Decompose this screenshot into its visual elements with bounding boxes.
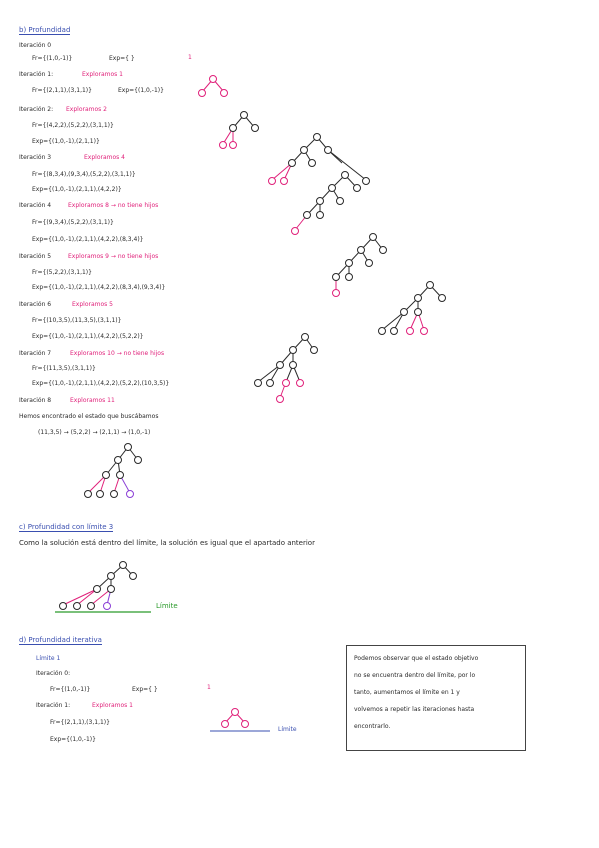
tree-limit-3 [55,561,151,613]
note-line-4: volvemos a repetir las iteraciones hasta [354,706,475,713]
iteration-1-explored: Exp={(1,0,-1)} [118,87,164,94]
tree-solution [84,443,142,498]
note-line-3: tanto, aumentamos el límite en 1 y [354,689,460,696]
limit-label-c: Límite [156,602,178,610]
iteration-4-label: Iteración 4 [19,202,52,209]
tree-iteration-6 [378,281,446,335]
iteration-2-action: Exploramos 2 [66,106,107,113]
d-iteration-1-explored: Exp={(1,0,-1)} [50,736,96,743]
d-iteration-1-action: Exploramos 1 [92,702,133,709]
note-line-5: encontrarlo. [354,723,391,730]
iteration-4-action: Exploramos 8 → no tiene hijos [68,202,159,209]
iteration-5-frontier: Fr={(5,2,2),(3,1,1)} [32,269,92,276]
limit-1-label: Límite 1 [36,655,61,662]
iteration-4-explored: Exp={(1,0,-1),(2,1,1),(4,2,2),(8,3,4)} [32,236,144,243]
iteration-1-frontier: Fr={(2,1,1),(3,1,1)} [32,87,92,94]
d-iteration-1-frontier: Fr={(2,1,1),(3,1,1)} [50,719,110,726]
iteration-7-explored: Exp={(1,0,-1),(2,1,1),(4,2,2),(5,2,2),(1… [32,380,170,387]
tree-iterative-1 [210,708,270,732]
iteration-2-label: Iteración 2: [19,106,54,113]
tree-iteration-3 [268,133,370,185]
iteration-5-action: Exploramos 9 → no tiene hijos [68,253,159,260]
tree-iteration-5 [332,233,387,297]
iteration-5-label: Iteración 5 [19,253,52,260]
iteration-8-label: Iteración 8 [19,397,52,404]
tree-iteration-2 [219,111,259,149]
iteration-0-explored: Exp={ } [109,55,135,62]
section-b-title: b) Profundidad [19,26,71,35]
iteration-5-explored: Exp={(1,0,-1),(2,1,1),(4,2,2),(8,3,4),(9… [32,284,166,291]
iteration-7-label: Iteración 7 [19,350,52,357]
iteration-0-frontier: Fr={(1,0,-1)} [32,55,73,62]
iteration-3-action: Exploramos 4 [84,154,125,161]
d-iteration-0-node: 1 [207,684,211,691]
iteration-2-explored: Exp={(1,0,-1),(2,1,1)} [32,138,100,145]
iteration-6-frontier: Fr={(10,3,5),(11,3,5),(3,1,1)} [32,317,122,324]
note-box: Podemos observar que el estado objetivo … [346,645,526,751]
iteration-6-explored: Exp={(1,0,-1),(2,1,1),(4,2,2),(5,2,2)} [32,333,144,340]
iteration-0-label: Iteración 0 [19,42,52,49]
tree-iteration-7 [254,333,318,403]
tree-iteration-4 [291,171,361,235]
d-iteration-0-frontier: Fr={(1,0,-1)} [50,686,91,693]
note-line-2: no se encuentra dentro del límite, por l… [354,672,476,679]
iteration-8-action: Exploramos 11 [70,397,115,404]
iteration-6-action: Exploramos 5 [72,301,113,308]
iteration-0-node: 1 [188,54,192,61]
iteration-4-frontier: Fr={(9,3,4),(5,2,2),(3,1,1)} [32,219,114,226]
iteration-3-label: Iteración 3 [19,154,52,161]
section-c-title: c) Profundidad con límite 3 [19,523,114,532]
iteration-7-action: Exploramos 10 → no tiene hijos [70,350,165,357]
limit-label-d: Límite [278,726,297,733]
iteration-6-label: Iteración 6 [19,301,52,308]
note-line-1: Podemos observar que el estado objetivo [354,655,479,662]
found-message: Hemos encontrado el estado que buscábamo… [19,413,159,420]
tree-iteration-1 [198,75,228,97]
solution-path: (11,3,5) → (5,2,2) → (2,1,1) → (1,0,-1) [38,429,151,436]
d-iteration-1-label: Iteración 1: [36,702,71,709]
section-c-text: Como la solución está dentro del límite,… [19,539,315,547]
iteration-3-frontier: Fr={(8,3,4),(9,3,4),(5,2,2),(3,1,1)} [32,171,136,178]
section-d-title: d) Profundidad iterativa [19,636,102,645]
d-iteration-0-label: Iteración 0: [36,670,71,677]
iteration-7-frontier: Fr={(11,3,5),(3,1,1)} [32,365,96,372]
iteration-3-explored: Exp={(1,0,-1),(2,1,1),(4,2,2)} [32,186,122,193]
iteration-1-label: Iteración 1: [19,71,54,78]
iteration-1-action: Exploramos 1 [82,71,123,78]
iteration-2-frontier: Fr={(4,2,2),(5,2,2),(3,1,1)} [32,122,114,129]
d-iteration-0-explored: Exp={ } [132,686,158,693]
